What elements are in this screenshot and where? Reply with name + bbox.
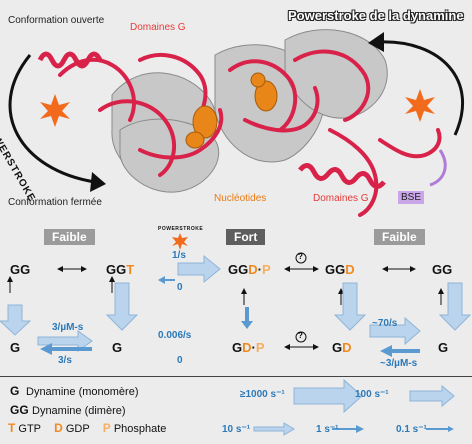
node-gdp-p: P	[255, 340, 265, 355]
rate-hydrolysis-forward: 0.006/s	[158, 330, 192, 341]
legend-t: T	[8, 421, 16, 435]
legend-rate-1: 1 s⁻¹	[316, 424, 339, 435]
node-ggdp: GGD·P	[228, 262, 271, 277]
node-gdp: GD·P	[232, 340, 265, 355]
legend-rate-0-1: 0.1 s⁻¹	[396, 424, 427, 435]
big-arrow-down-ggt	[105, 282, 139, 331]
big-arrow-down-g1	[0, 304, 32, 336]
big-arrow-down-ggd	[333, 282, 367, 331]
node-ggdp-gg: GG	[228, 262, 249, 277]
node-g-1: G	[10, 340, 21, 355]
powerstroke-arc-left	[8, 54, 96, 184]
node-ggd-d: D	[345, 262, 355, 277]
protein-structure-illustration	[8, 29, 465, 217]
red-helix-right	[298, 163, 386, 189]
legend-phosphate: Phosphate	[113, 423, 167, 435]
legend-monomer-symbol: G	[10, 384, 20, 398]
state-header-weak-2: Faible	[374, 229, 425, 245]
starburst-right	[405, 89, 435, 122]
powerstroke-arc-right	[379, 40, 465, 136]
rate-hydrolysis-reverse: 0	[177, 355, 183, 366]
arrow-rebind	[380, 345, 420, 357]
nucleotides-label: Nucléotides	[214, 193, 267, 204]
legend-arrow-0-1	[426, 426, 454, 432]
big-arrow-powerstroke	[177, 254, 221, 284]
rate-release: ~70/s	[372, 318, 398, 329]
node-ggt: GGT	[106, 262, 134, 277]
node-gdp-g: G	[232, 340, 243, 355]
powerstroke-small-label: POWERSTROKE	[158, 226, 204, 232]
rate-powerstroke-reverse: 0	[177, 282, 183, 293]
legend-nucleotides: T GTP D GDP P Phosphate	[8, 421, 166, 435]
node-gg-2: GG	[432, 262, 453, 277]
rate-binding: 3/µM-s	[52, 322, 84, 333]
powerstroke-arc-left-head	[90, 172, 106, 192]
node-gdp-dot: ·	[251, 340, 256, 355]
node-gdp-d: D	[242, 340, 252, 355]
legend-arrow-10	[253, 422, 295, 436]
powerstroke-arc-right-head	[368, 32, 384, 52]
node-ggdp-dot: ·	[257, 262, 262, 277]
node-ggdp-d: D	[248, 262, 258, 277]
legend-rate-100: 100 s⁻¹	[355, 389, 389, 400]
arrow-ps-rev	[158, 276, 175, 284]
rate-rebinding: ~3/µM-s	[380, 358, 418, 369]
rate-unbinding: 3/s	[58, 355, 72, 366]
node-g-3: G	[438, 340, 449, 355]
legend-rate-1000: ≥1000 s⁻¹	[240, 389, 285, 400]
big-arrow-on	[37, 330, 93, 352]
arrow-off	[40, 343, 92, 355]
node-gd: GD	[332, 340, 352, 355]
question-mark-1: ?	[298, 252, 303, 261]
protein-grey-core	[111, 29, 388, 193]
legend-monomer-text: Dynamine (monomère)	[26, 386, 139, 398]
domains-g-bottom-label: Domaines G	[313, 193, 369, 204]
node-gd-d: D	[342, 340, 352, 355]
legend-rate-10: 10 s⁻¹	[222, 424, 251, 435]
starburst-left	[40, 94, 70, 127]
state-header-weak-1: Faible	[44, 229, 95, 245]
domains-g-top-label: Domaines G	[130, 22, 186, 33]
arrow-hydrolysis	[241, 307, 253, 329]
legend-monomer: G Dynamine (monomère)	[10, 384, 138, 398]
bse-label: BSE	[398, 191, 425, 204]
node-g-2: G	[112, 340, 123, 355]
legend-arrow-1	[332, 425, 364, 433]
question-circle-2	[295, 331, 307, 343]
kinetic-scheme-arrows	[0, 233, 472, 357]
structure-panel: Conformation ouverte Domaines G Powerstr…	[0, 8, 465, 217]
node-ggt-t: T	[126, 262, 135, 277]
big-arrow-release	[369, 316, 421, 346]
legend-dimer-symbol: GG	[10, 403, 29, 417]
main-title: Powerstroke de la dynamine	[288, 8, 464, 23]
legend-p: P	[102, 421, 111, 435]
question-circle-1	[295, 252, 307, 264]
node-ggd: GGD	[325, 262, 355, 277]
node-ggd-gg: GG	[325, 262, 346, 277]
legend-arrow-100	[409, 384, 455, 408]
question-mark-2: ?	[298, 331, 303, 340]
small-starburst	[172, 233, 188, 250]
node-ggdp-p: P	[261, 262, 271, 277]
legend-separator	[0, 376, 472, 377]
rate-powerstroke-forward: 1/s	[172, 250, 186, 261]
node-gd-g: G	[332, 340, 343, 355]
big-arrow-down-gg	[438, 282, 472, 331]
legend-dimer-text: Dynamine (dimère)	[32, 405, 126, 417]
legend-gdp: GDP	[65, 423, 90, 435]
node-gg-1: GG	[10, 262, 31, 277]
red-helix-left	[37, 51, 103, 69]
nucleotide-blobs	[185, 72, 278, 149]
closed-conformation-label: Conformation fermée	[8, 197, 102, 208]
state-header-strong: Fort	[226, 229, 266, 245]
legend-gtp: GTP	[18, 423, 42, 435]
legend-rate-arrows	[253, 378, 455, 436]
legend-d: D	[54, 421, 63, 435]
legend-arrow-1000	[293, 378, 363, 414]
bse-region	[429, 149, 447, 187]
node-ggt-gg: GG	[106, 262, 127, 277]
open-conformation-label: Conformation ouverte	[8, 15, 105, 26]
